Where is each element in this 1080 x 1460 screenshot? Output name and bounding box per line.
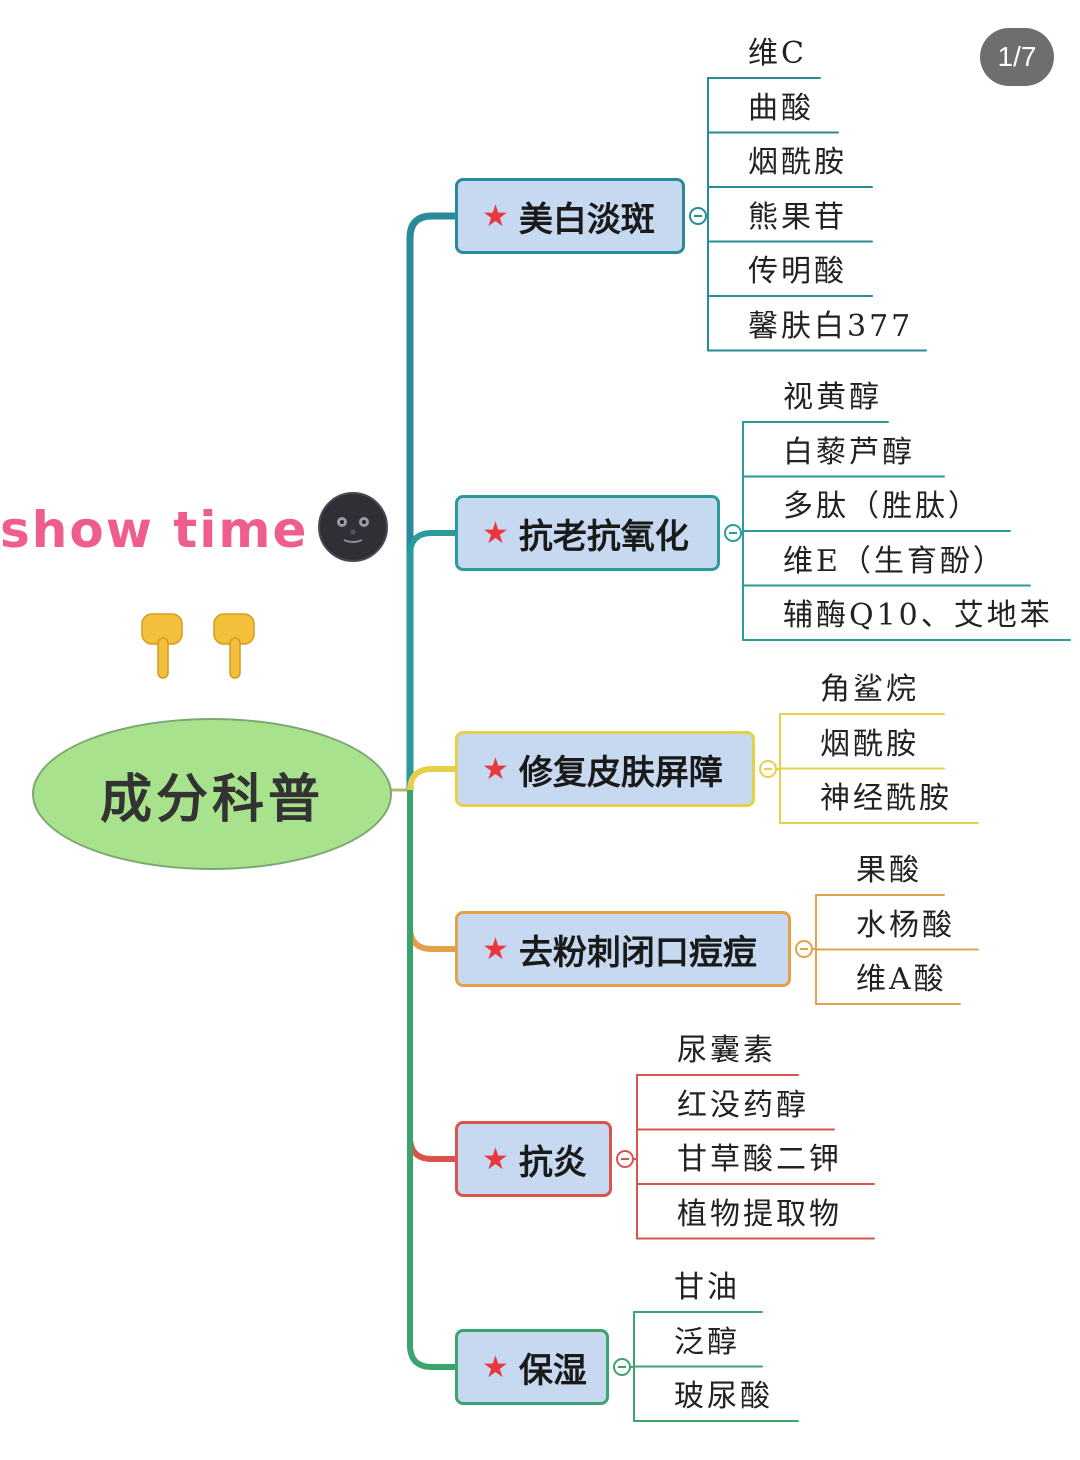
pointing-down-hands-icon: [141, 613, 255, 679]
ingredient-item[interactable]: 馨肤白377: [748, 308, 914, 344]
ingredient-item[interactable]: 维C: [748, 36, 807, 71]
ingredient-item[interactable]: 维A酸: [856, 962, 947, 997]
ingredient-item[interactable]: 角鲨烷: [820, 672, 919, 707]
ingredient-item[interactable]: 传明酸: [748, 254, 847, 289]
ingredient-item[interactable]: 神经酰胺: [820, 781, 952, 816]
category-label: 抗老抗氧化: [518, 516, 689, 557]
new-moon-face-icon: [318, 492, 388, 562]
ingredient-item[interactable]: 泛醇: [674, 1324, 740, 1360]
ingredient-item[interactable]: 红没药醇: [677, 1087, 809, 1123]
ingredient-item[interactable]: 曲酸: [748, 90, 814, 126]
category-barrier[interactable]: ★修复皮肤屏障: [455, 731, 755, 807]
star-icon: ★: [482, 751, 509, 787]
ingredient-item[interactable]: 甘油: [674, 1270, 740, 1305]
collapse-toggle-moisturizing[interactable]: [613, 1358, 631, 1376]
category-label: 修复皮肤屏障: [518, 752, 723, 793]
ingredient-item[interactable]: 烟酰胺: [748, 145, 847, 180]
trunk-branch-acne: [407, 790, 455, 952]
collapse-toggle-antiinflammatory[interactable]: [616, 1150, 634, 1168]
ingredient-item[interactable]: 果酸: [856, 853, 922, 888]
trunk-branch-moisturizing: [407, 790, 455, 1370]
ingredient-item[interactable]: 玻尿酸: [674, 1379, 773, 1414]
ingredient-item[interactable]: 白藜芦醇: [783, 434, 915, 470]
trunk-branch-barrier: [407, 766, 455, 792]
ingredient-item[interactable]: 甘草酸二钾: [677, 1142, 842, 1177]
ingredient-item[interactable]: 烟酰胺: [820, 726, 919, 762]
star-icon: ★: [482, 931, 509, 967]
ingredient-item[interactable]: 视黄醇: [783, 380, 882, 415]
star-icon: ★: [482, 515, 509, 551]
ingredient-item[interactable]: 辅酶Q10、艾地苯: [783, 598, 1053, 633]
page-indicator[interactable]: 1/7: [980, 28, 1054, 86]
trunk-branch-whitening: [406, 212, 455, 790]
ingredient-item[interactable]: 水杨酸: [856, 907, 955, 943]
root-label: 成分科普: [99, 769, 324, 830]
category-label: 抗炎: [518, 1142, 587, 1183]
trunk-branch-antiinflammatory: [407, 790, 455, 1162]
collapse-toggle-acne[interactable]: [795, 940, 813, 958]
category-label: 去粉刺闭口痘痘: [518, 932, 757, 973]
category-whitening[interactable]: ★美白淡斑: [455, 178, 685, 254]
show-time-banner: show time: [0, 501, 309, 559]
star-icon: ★: [482, 1349, 509, 1385]
collapse-toggle-antiaging[interactable]: [724, 524, 742, 542]
ingredient-item[interactable]: 尿囊素: [677, 1033, 776, 1068]
star-icon: ★: [482, 1141, 509, 1177]
collapse-toggle-whitening[interactable]: [689, 207, 707, 225]
trunk-branch-antiaging: [407, 530, 455, 790]
category-moisturizing[interactable]: ★保湿: [455, 1329, 609, 1405]
category-antiinflammatory[interactable]: ★抗炎: [455, 1121, 612, 1197]
category-antiaging[interactable]: ★抗老抗氧化: [455, 495, 720, 571]
collapse-toggle-barrier[interactable]: [759, 760, 777, 778]
star-icon: ★: [482, 198, 509, 234]
ingredient-item[interactable]: 多肽（胜肽）: [783, 489, 981, 524]
ingredient-item[interactable]: 维E（生育酚）: [783, 543, 1006, 579]
category-acne[interactable]: ★去粉刺闭口痘痘: [455, 911, 791, 987]
ingredient-item[interactable]: 植物提取物: [677, 1196, 842, 1232]
ingredient-item[interactable]: 熊果苷: [748, 199, 847, 235]
category-label: 美白淡斑: [518, 199, 655, 240]
category-label: 保湿: [518, 1350, 587, 1391]
root-node[interactable]: 成分科普: [32, 718, 392, 870]
